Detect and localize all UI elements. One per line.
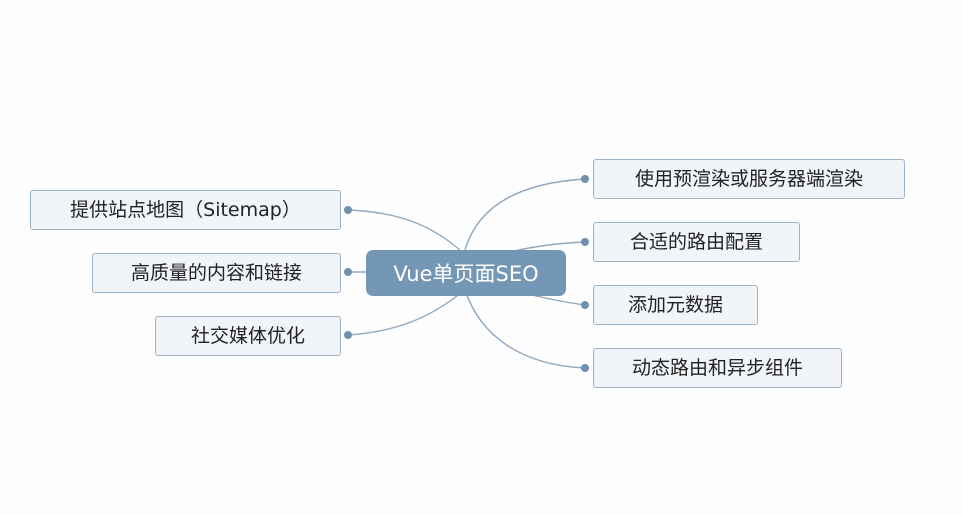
connector-right-1 <box>464 178 586 251</box>
topic-metadata[interactable]: 添加元数据 <box>593 285 758 325</box>
connector-dot-right-2 <box>581 238 589 246</box>
topic-dynamic-routes[interactable]: 动态路由和异步组件 <box>593 348 842 388</box>
central-topic-label: Vue单页面SEO <box>393 262 539 286</box>
connector-right-4 <box>464 289 586 369</box>
topic-label: 高质量的内容和链接 <box>130 261 302 284</box>
topic-label: 合适的路由配置 <box>629 230 763 253</box>
connector-dot-right-3 <box>581 301 589 309</box>
topic-prerender-ssr[interactable]: 使用预渲染或服务器端渲染 <box>593 159 905 199</box>
topic-label: 添加元数据 <box>627 293 723 316</box>
connector-dot-right-1 <box>581 175 589 183</box>
topic-social-media[interactable]: 社交媒体优化 <box>155 316 341 356</box>
topic-quality-content[interactable]: 高质量的内容和链接 <box>92 253 341 293</box>
topic-label: 社交媒体优化 <box>190 324 305 347</box>
topic-label: 使用预渲染或服务器端渲染 <box>634 167 863 190</box>
connector-dot-left-3 <box>344 331 352 339</box>
topic-route-config[interactable]: 合适的路由配置 <box>593 222 800 262</box>
topic-sitemap[interactable]: 提供站点地图（Sitemap） <box>30 190 341 230</box>
connector-left-3 <box>347 291 463 336</box>
connector-dot-left-2 <box>344 268 352 276</box>
topic-label: 动态路由和异步组件 <box>631 356 803 379</box>
central-topic[interactable]: Vue单页面SEO <box>366 250 566 296</box>
connector-dot-right-4 <box>581 364 589 372</box>
connector-left-1 <box>347 209 463 253</box>
connector-dot-left-1 <box>344 206 352 214</box>
topic-label: 提供站点地图（Sitemap） <box>70 198 301 221</box>
